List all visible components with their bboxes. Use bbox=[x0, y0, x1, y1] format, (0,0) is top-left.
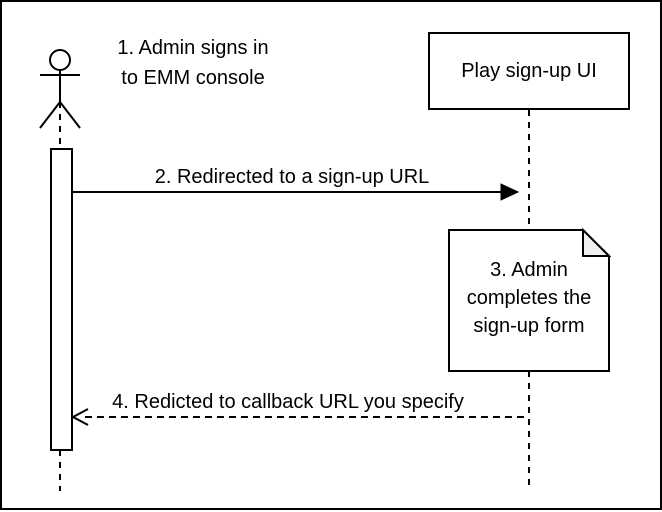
message-4-arrow bbox=[70, 408, 529, 426]
actor-leg-left bbox=[39, 101, 61, 129]
message-4-label: 4. Redicted to callback URL you specify bbox=[112, 391, 464, 413]
note-label-line1: 3. Admin bbox=[490, 259, 568, 281]
note-label: 3. Admin completes the sign-up form bbox=[449, 256, 609, 340]
message-2-arrowhead-icon bbox=[500, 183, 520, 201]
actor-icon bbox=[39, 49, 81, 129]
actor-label-line2: to EMM console bbox=[121, 67, 265, 89]
actor-label: 1. Admin signs in to EMM console bbox=[88, 33, 298, 93]
message-2-label: 2. Redirected to a sign-up URL bbox=[154, 166, 430, 188]
note-fold-corner bbox=[582, 227, 612, 257]
actor-leg-right bbox=[59, 101, 81, 129]
actor-head bbox=[49, 49, 71, 71]
note-shape bbox=[448, 227, 612, 372]
message-4-open-arrowhead-icon bbox=[70, 408, 89, 426]
participant-box: Play sign-up UI bbox=[428, 32, 630, 110]
participant-label: Play sign-up UI bbox=[461, 59, 597, 82]
activation-bar bbox=[50, 148, 73, 451]
note-label-line2: completes the bbox=[466, 287, 592, 309]
message-2-arrow bbox=[72, 183, 520, 201]
note-label-line3: sign-up form bbox=[473, 315, 585, 337]
actor-label-line1: 1. Admin signs in bbox=[117, 37, 269, 59]
note-body bbox=[448, 229, 610, 372]
